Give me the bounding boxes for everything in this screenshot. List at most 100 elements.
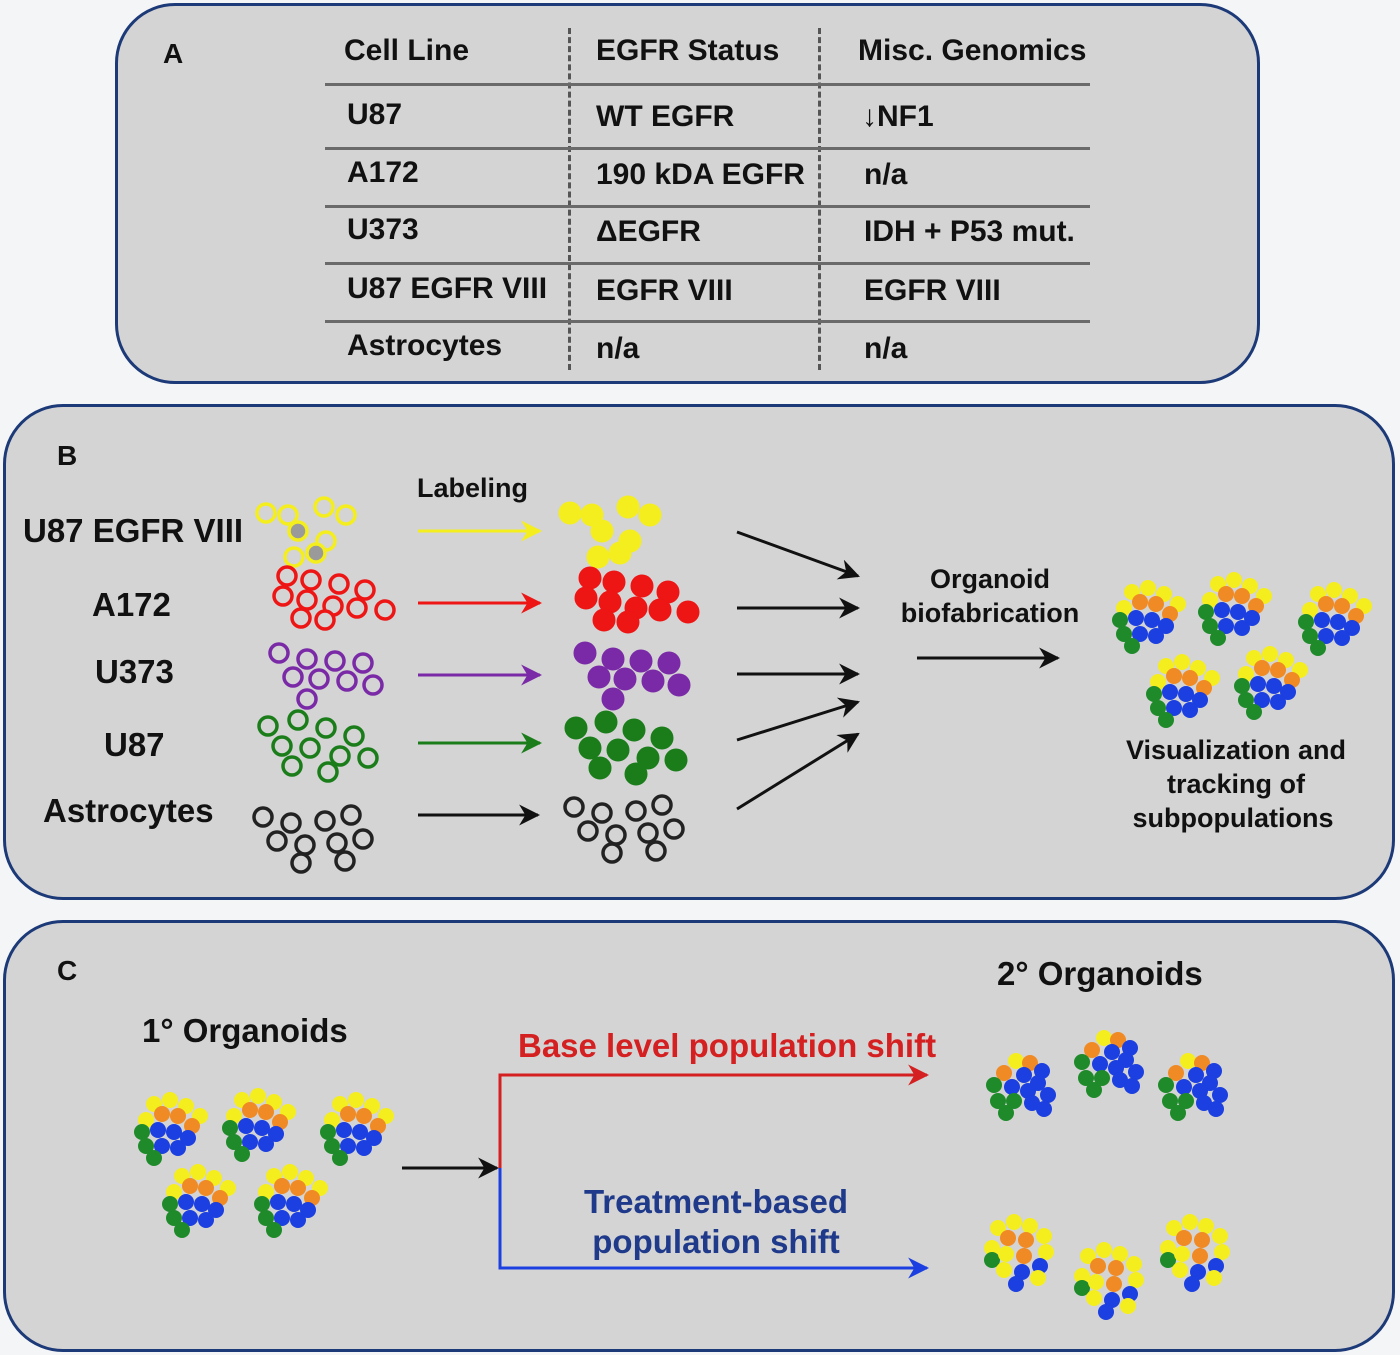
table-cell: EGFR VIII [864,274,1001,307]
organoid-cell [996,1065,1012,1081]
organoid-cell [1298,614,1314,630]
organoid-cell [336,1122,352,1138]
organoid-cell [258,1136,274,1152]
organoid-cell [170,1108,186,1124]
organoid-cell [300,1202,316,1218]
labeled-cell [636,746,660,770]
organoid-cell [1190,1264,1206,1280]
organoid-cell [1208,1101,1224,1117]
organoid-cell [1090,1258,1106,1274]
organoid-cell [274,1210,290,1226]
header-egfr-status: EGFR Status [596,34,780,67]
organoid-cell [1030,1270,1046,1286]
organoid-cell [282,1164,298,1180]
base-shift-label: Base level population shift [518,1027,937,1064]
unlabeled-cell [335,504,357,526]
organoid-cell [1334,598,1350,614]
labeled-cell [563,796,585,818]
header-misc-genomics: Misc. Genomics [858,34,1087,67]
labeled-cell [630,574,654,598]
labeled-cell [577,820,599,842]
labeled-cell [650,726,674,750]
table-cell: 190 kDA EGFR [596,158,805,191]
organoid-cell [208,1202,224,1218]
organoid-cell [1108,1260,1124,1276]
organoid-cell [1184,1276,1200,1292]
organoid-cell [1266,678,1282,694]
labeled-cell [664,748,688,772]
organoid-cell [1210,630,1226,646]
unlabeled-cell [271,735,293,757]
organoid-cell [1112,1246,1128,1262]
primary-organoids-label: 1° Organoids [142,1012,348,1049]
organoid-cell [1162,1093,1178,1109]
table-cell: ↓NF1 [862,100,934,133]
organoid-cell [1230,604,1246,620]
organoid-cell [1086,1082,1102,1098]
table-cell: Astrocytes [347,329,503,362]
organoid-cell [356,1108,372,1124]
unlabeled-cell [300,569,322,591]
organoid-cell [1148,628,1164,644]
unlabeled-cell [326,832,348,854]
organoid-cell [1302,628,1318,644]
unlabeled-cell [313,496,335,518]
organoid-cell [1094,1070,1110,1086]
unlabeled-cell [294,834,316,856]
organoid-cell [1234,678,1250,694]
organoid-cell [1226,572,1242,588]
labeled-cell [645,840,667,862]
panel-c-label: C [57,955,78,986]
organoid-cell [352,1124,368,1140]
organoid-cell [996,1262,1012,1278]
organoid-cell [250,1088,266,1104]
cell-line-label: A172 [92,586,171,623]
organoid-cell [1254,692,1270,708]
organoid-cell [1206,1270,1222,1286]
secondary-organoids-label: 2° Organoids [997,955,1203,992]
cell-line-label: U373 [95,653,174,690]
organoid-cell [332,1150,348,1166]
unlabeled-cell [257,715,279,737]
converge-arrow [736,530,860,580]
unlabeled-cell [296,688,318,710]
converge-arrow [736,697,861,742]
unlabeled-cell [354,579,376,601]
labeled-cell [574,586,598,610]
organoid-cell [1144,612,1160,628]
panel-c [3,920,1395,1352]
organoid-cell [1170,1105,1186,1121]
organoid-cell [1234,588,1250,604]
organoid-cell [166,1210,182,1226]
organoid-cell [154,1106,170,1122]
organoid-cell [1016,1248,1032,1264]
organoid-cell [1006,1214,1022,1230]
organoid-cell [1218,586,1234,602]
organoid-cell [1124,638,1140,654]
organoid-cell [1104,1044,1120,1060]
organoid-cell [1146,686,1162,702]
organoid-cell [1128,610,1144,626]
organoid-cell [178,1194,194,1210]
organoid-cell [222,1120,238,1136]
organoid-cell [1172,1262,1188,1278]
organoid-cell [1112,612,1128,628]
organoid-cell [1038,1244,1054,1260]
row-divider [325,147,1090,150]
organoid-cell [1036,1101,1052,1117]
organoid-cell [1088,1274,1104,1290]
unlabeled-cell [334,850,356,872]
organoid-cell [162,1092,178,1108]
organoid-cell [1270,694,1286,710]
organoid-cell [998,1246,1014,1262]
labeled-cell [586,545,610,569]
organoid-cell [270,1194,286,1210]
unlabeled-cell [314,609,336,631]
organoid-cell [1194,1055,1210,1071]
unlabeled-cell [352,652,374,674]
organoid-cell [990,1220,1006,1236]
organoid-cell [1212,1228,1228,1244]
organoid-cell [290,1180,306,1196]
organoid-cell [1198,604,1214,620]
organoid-cell [1014,1264,1030,1280]
